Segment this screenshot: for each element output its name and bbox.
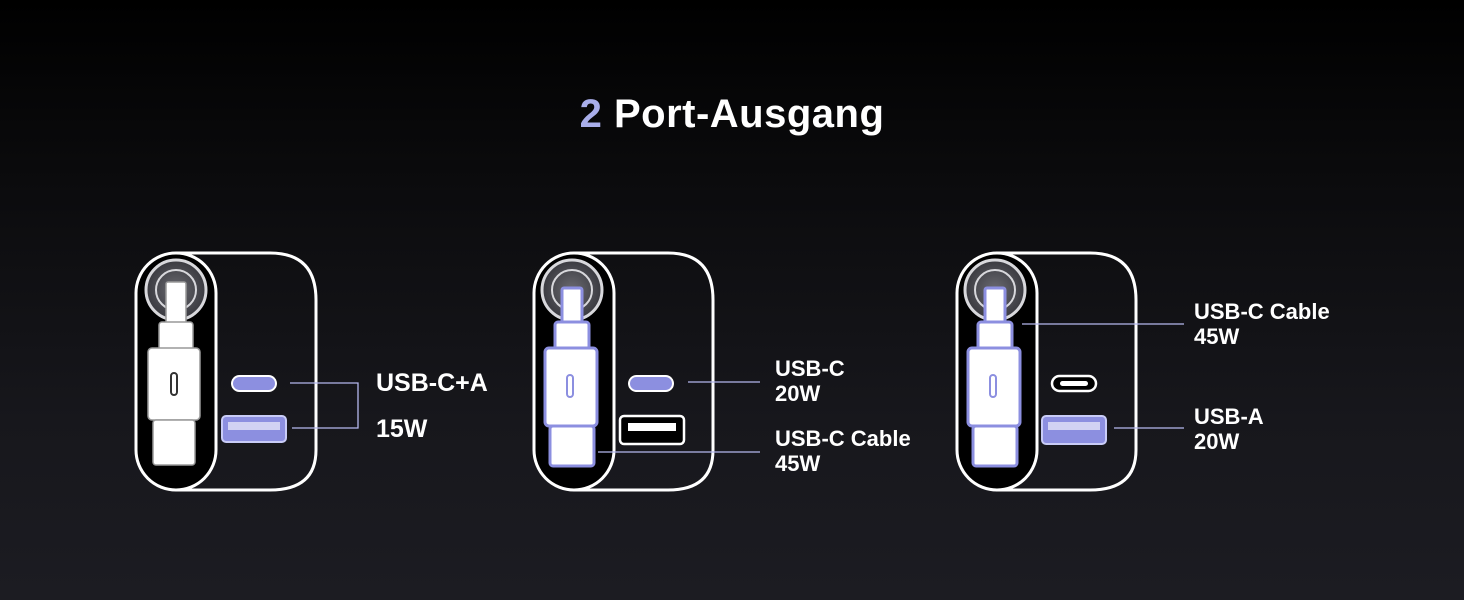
label-usb-c-name: USB-C xyxy=(775,356,845,381)
label-usb-a-name: USB-A xyxy=(1194,404,1264,429)
usb-c-cable-icon xyxy=(147,281,201,466)
page-title: 2 Port-Ausgang xyxy=(0,92,1464,137)
label-cable-power: 45W xyxy=(775,451,821,476)
title-number: 2 xyxy=(579,92,603,136)
label-cable-power: 45W xyxy=(1194,324,1240,349)
title-text: Port-Ausgang xyxy=(613,92,885,136)
charger-cable-usb-a xyxy=(955,251,1184,492)
label-usb-c-a-name: USB-C+A xyxy=(376,369,488,397)
label-cable-name: USB-C Cable xyxy=(1194,299,1330,324)
callout-line xyxy=(290,382,359,429)
charger-usb-c-a xyxy=(134,251,359,492)
label-usb-a-power: 20W xyxy=(1194,429,1240,454)
charger-usb-c-cable xyxy=(532,251,760,492)
charger-body xyxy=(176,251,318,492)
usb-c-cable-icon xyxy=(543,286,599,468)
label-cable-name: USB-C Cable xyxy=(775,426,911,451)
charger-body xyxy=(574,251,715,492)
usb-c-cable-icon xyxy=(966,286,1022,468)
usb-c-port-icon xyxy=(628,375,674,392)
usb-c-port-icon xyxy=(231,375,277,392)
label-usb-c-a-power: 15W xyxy=(376,415,428,443)
charger-body xyxy=(996,251,1138,492)
label-usb-c-power: 20W xyxy=(775,381,821,406)
